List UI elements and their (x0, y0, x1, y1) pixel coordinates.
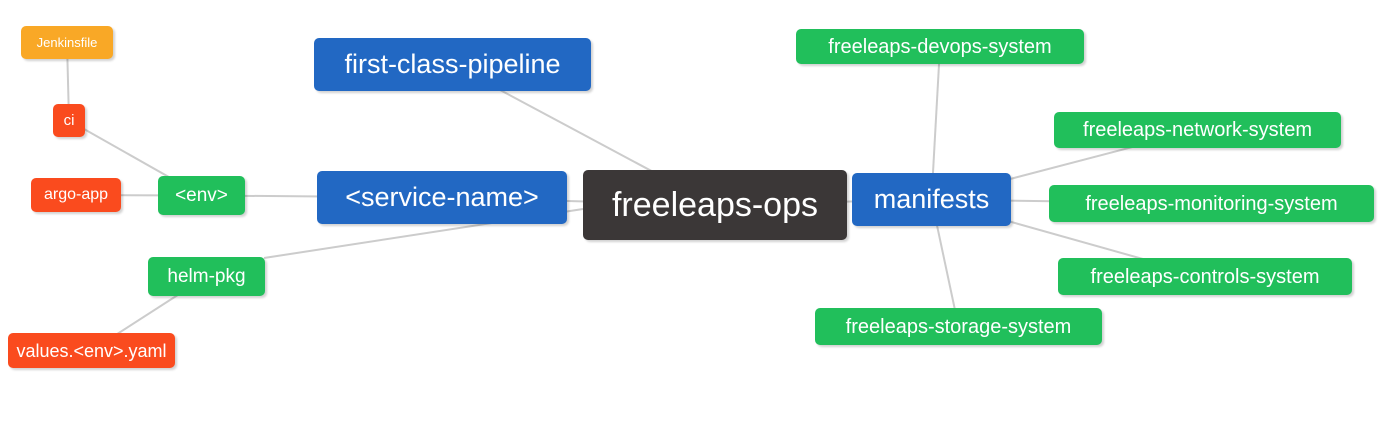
node-controls-system[interactable]: freeleaps-controls-system (1058, 258, 1352, 295)
node-values-env-yaml[interactable]: values.<env>.yaml (8, 333, 175, 368)
node-network-system[interactable]: freeleaps-network-system (1054, 112, 1341, 148)
node-manifests[interactable]: manifests (852, 173, 1011, 226)
node-freeleaps-ops[interactable]: freeleaps-ops (583, 170, 847, 240)
node-argo-app[interactable]: argo-app (31, 178, 121, 212)
node-ci[interactable]: ci (53, 104, 85, 137)
node-jenkinsfile[interactable]: Jenkinsfile (21, 26, 113, 59)
node-storage-system[interactable]: freeleaps-storage-system (815, 308, 1102, 345)
node-devops-system[interactable]: freeleaps-devops-system (796, 29, 1084, 64)
node-service-name[interactable]: <service-name> (317, 171, 567, 224)
node-env[interactable]: <env> (158, 176, 245, 215)
node-first-class-pipeline[interactable]: first-class-pipeline (314, 38, 591, 91)
node-monitoring-system[interactable]: freeleaps-monitoring-system (1049, 185, 1374, 222)
node-helm-pkg[interactable]: helm-pkg (148, 257, 265, 296)
